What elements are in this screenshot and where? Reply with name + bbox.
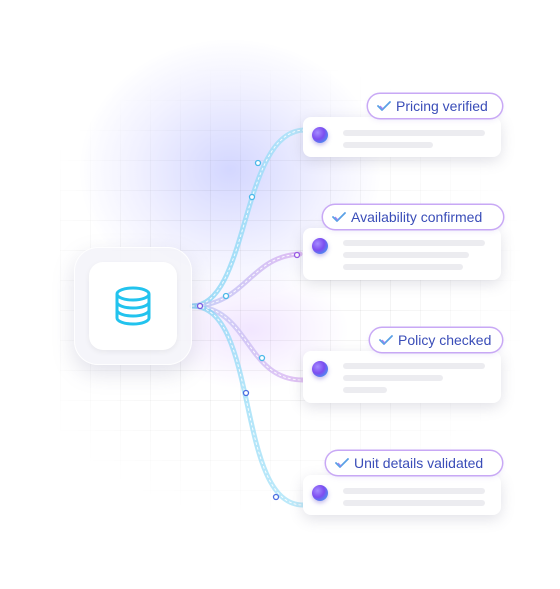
pricing-card bbox=[303, 117, 509, 163]
availability-confirmed-badge: Availability confirmed bbox=[323, 205, 503, 229]
policy-card bbox=[303, 351, 509, 409]
status-dot bbox=[312, 485, 328, 501]
placeholder-line bbox=[343, 387, 387, 393]
placeholder-line bbox=[343, 264, 463, 270]
database-icon bbox=[115, 286, 151, 326]
placeholder-line bbox=[343, 142, 433, 148]
flow-node bbox=[293, 251, 301, 259]
unit-details-card bbox=[303, 475, 509, 521]
flow-node bbox=[196, 302, 204, 310]
check-icon bbox=[332, 212, 346, 222]
badge-label: Policy checked bbox=[398, 332, 492, 348]
check-icon bbox=[379, 335, 393, 345]
placeholder-line bbox=[343, 130, 485, 136]
unit-details-validated-badge: Unit details validated bbox=[326, 451, 502, 475]
status-dot bbox=[312, 238, 328, 254]
placeholder-line bbox=[343, 252, 469, 258]
policy-checked-badge: Policy checked bbox=[370, 328, 502, 352]
pricing-verified-badge: Pricing verified bbox=[368, 94, 502, 118]
badge-label: Availability confirmed bbox=[351, 209, 483, 225]
flow-node bbox=[222, 292, 230, 300]
database-hub bbox=[74, 247, 192, 365]
status-dot bbox=[312, 361, 328, 377]
flow-node bbox=[254, 159, 262, 167]
placeholder-line bbox=[343, 363, 485, 369]
badge-label: Unit details validated bbox=[354, 455, 484, 471]
badge-label: Pricing verified bbox=[396, 98, 488, 114]
check-icon bbox=[335, 458, 349, 468]
check-icon bbox=[377, 101, 391, 111]
flow-node bbox=[242, 389, 250, 397]
status-dot bbox=[312, 127, 328, 143]
placeholder-line bbox=[343, 500, 485, 506]
flow-node bbox=[258, 354, 266, 362]
placeholder-line bbox=[343, 375, 443, 381]
flow-node bbox=[248, 193, 256, 201]
placeholder-line bbox=[343, 488, 485, 494]
availability-card bbox=[303, 228, 509, 286]
placeholder-line bbox=[343, 240, 485, 246]
flow-node bbox=[272, 493, 280, 501]
